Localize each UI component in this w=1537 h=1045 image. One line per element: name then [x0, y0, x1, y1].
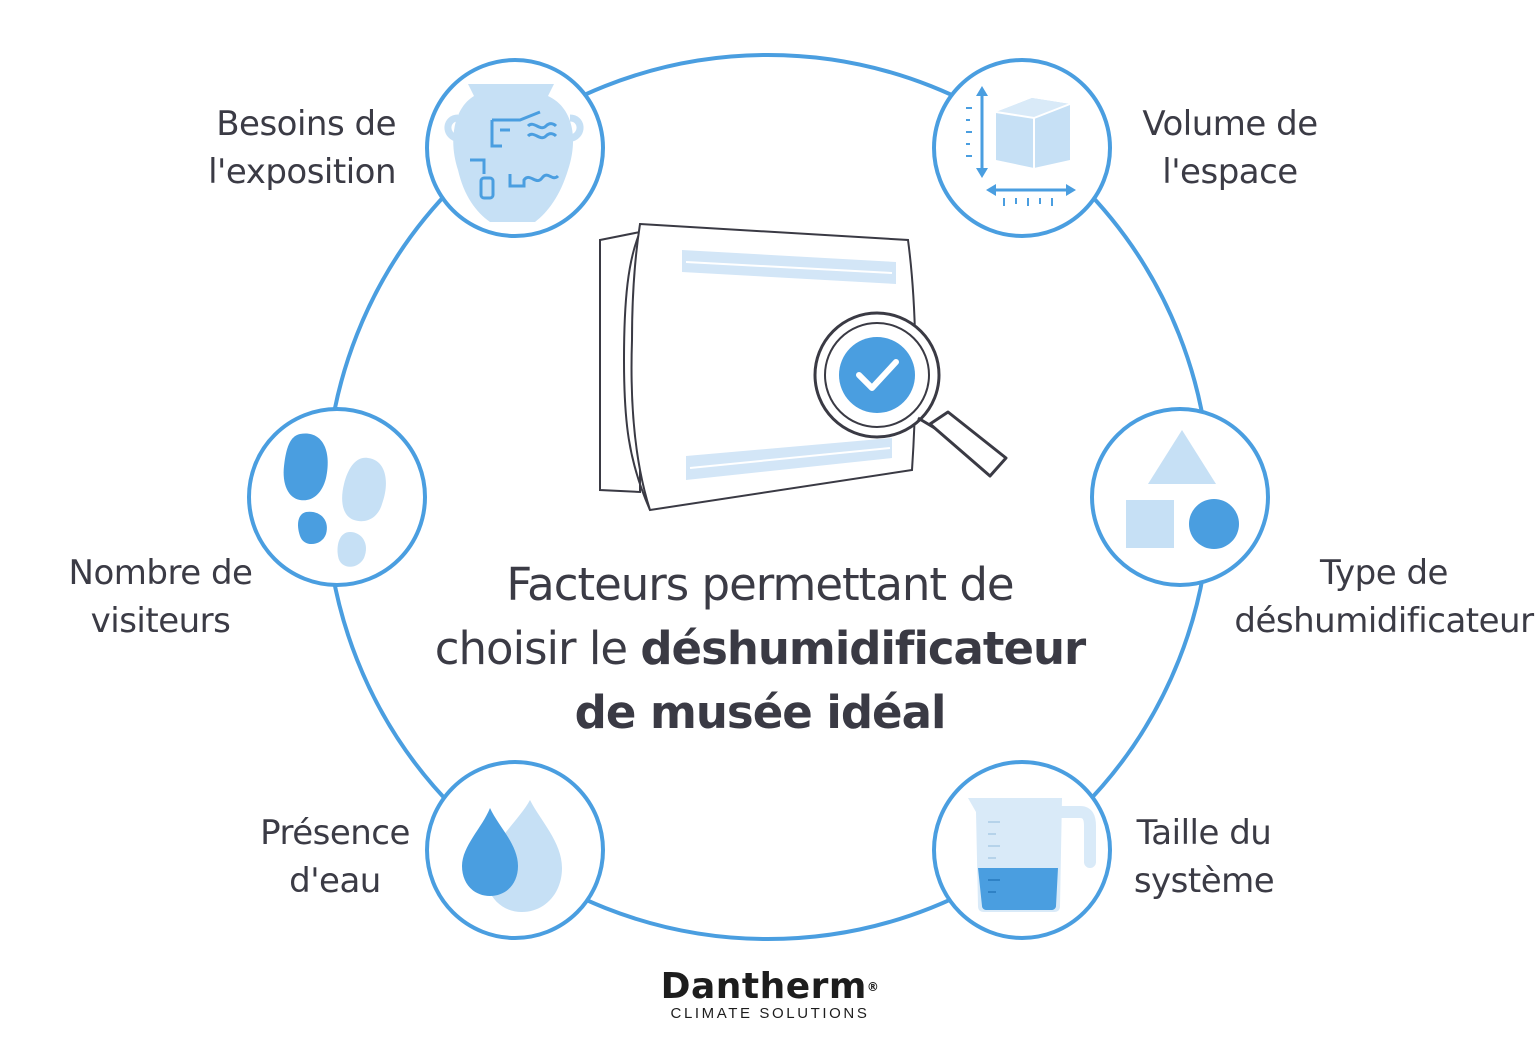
- title-line-2: choisir le déshumidificateur: [434, 622, 1086, 675]
- logo-brand: Dantherm®: [660, 966, 880, 1007]
- factor-label-volume: Volume de l'espace: [1142, 104, 1318, 192]
- diagram-title: Facteurs permettant de choisir le déshum…: [380, 553, 1140, 745]
- shapes-icon: [1126, 430, 1239, 549]
- factor-label-eau: Présence d'eau: [260, 813, 410, 901]
- dantherm-logo: Dantherm® CLIMATE SOLUTIONS: [590, 968, 950, 1022]
- factor-label-type: Type de déshumidificateur: [1234, 553, 1534, 641]
- measuring-jug-icon: [968, 798, 1096, 912]
- footprints-icon: [283, 433, 386, 567]
- title-line-1: Facteurs permettant de: [506, 558, 1014, 611]
- title-line-3: de musée idéal: [574, 686, 947, 739]
- factor-label-taille: Taille du système: [1133, 813, 1275, 901]
- factor-label-visiteurs: Nombre de visiteurs: [68, 553, 253, 641]
- cube-measure-icon: [966, 86, 1076, 206]
- logo-tagline: CLIMATE SOLUTIONS: [670, 1005, 870, 1022]
- factor-circles: [247, 58, 1270, 940]
- factor-label-exposition: Besoins de l'exposition: [208, 104, 396, 192]
- vase-icon: [444, 84, 584, 222]
- dehumidifier-magnifier-check-icon: [599, 222, 1008, 512]
- water-drops-icon: [462, 800, 562, 912]
